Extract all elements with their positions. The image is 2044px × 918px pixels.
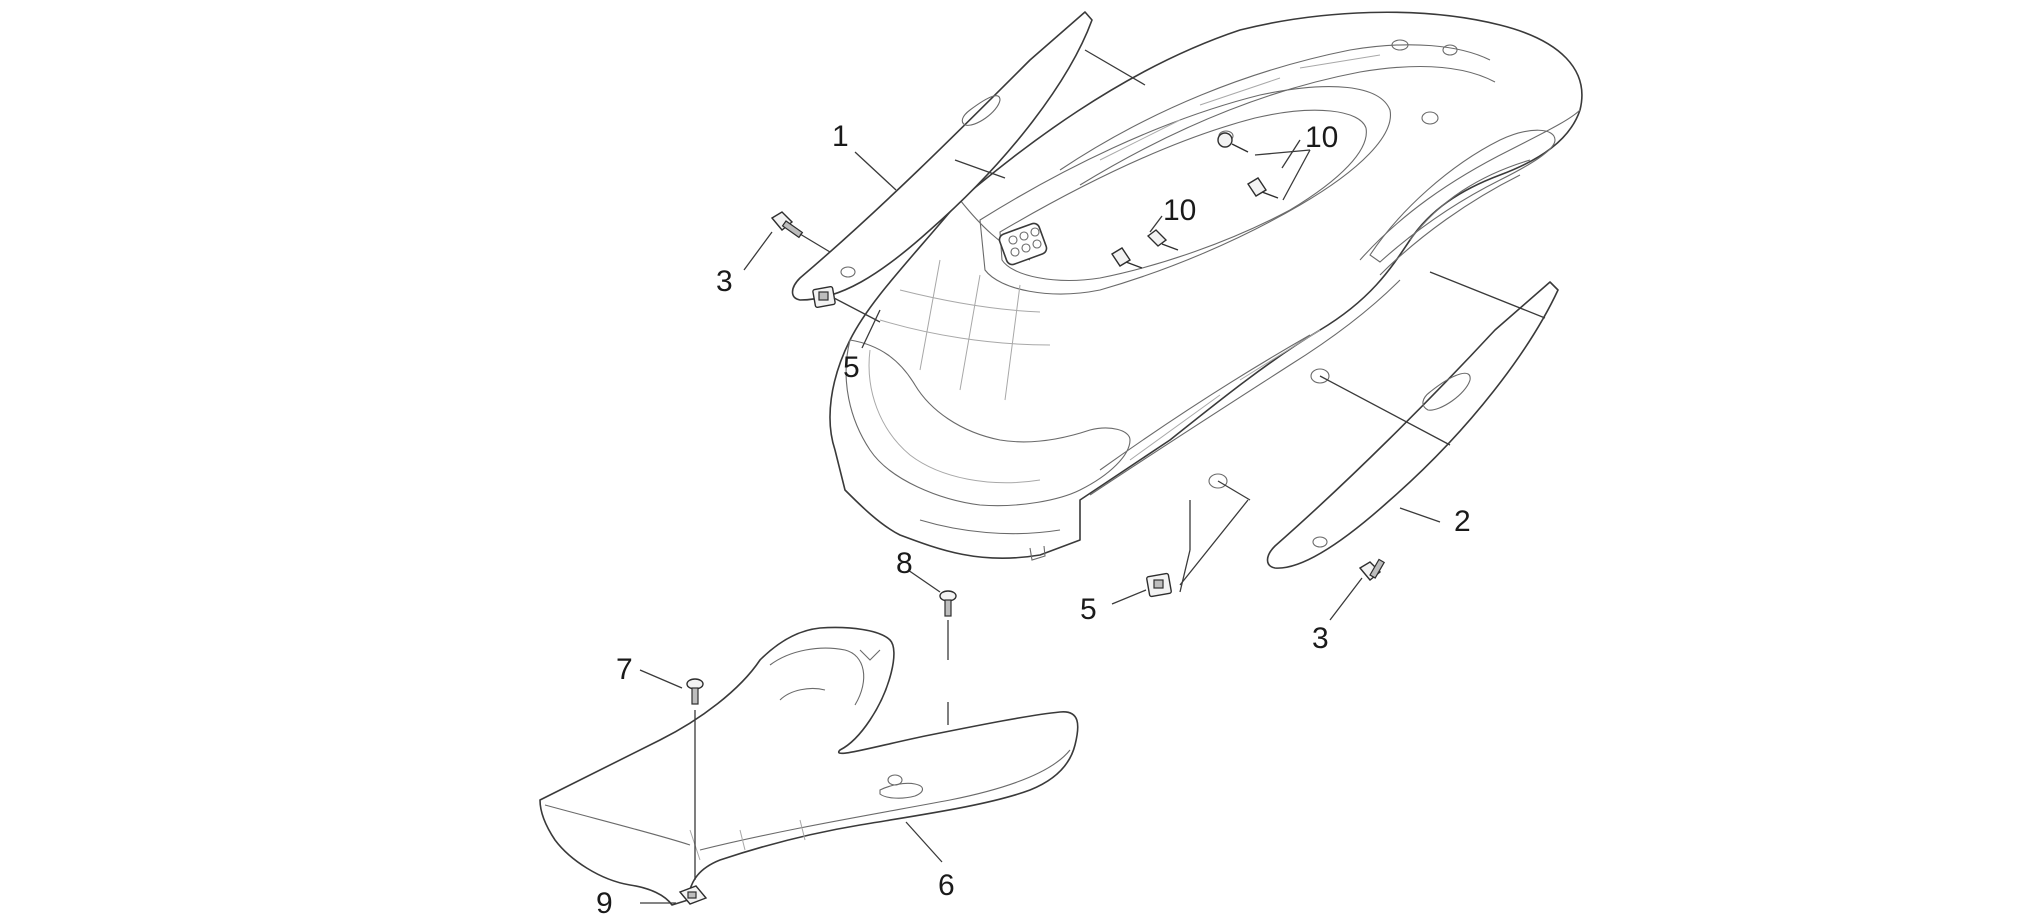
callout-10-lower: 10 xyxy=(1163,194,1196,227)
screw-3-right xyxy=(1358,558,1386,581)
callout-leaders xyxy=(639,139,1441,904)
callout-5-lower: 5 xyxy=(1080,593,1097,626)
side-panel-left xyxy=(791,11,1093,301)
screw-3-left xyxy=(770,211,804,239)
latch-module xyxy=(998,222,1048,266)
lower-cover xyxy=(539,626,1079,906)
screw-10-a xyxy=(1217,132,1249,153)
callout-3-left: 3 xyxy=(716,265,733,298)
rear-body-cowl xyxy=(829,11,1583,561)
screw-10-b xyxy=(1247,177,1279,199)
callout-2: 2 xyxy=(1454,505,1471,538)
screw-8 xyxy=(939,590,957,617)
callout-7: 7 xyxy=(616,653,633,686)
callout-labels: 1 2 3 3 5 5 6 7 8 9 10 10 xyxy=(596,120,1471,918)
callout-1: 1 xyxy=(832,120,849,153)
callout-9: 9 xyxy=(596,887,613,918)
clip-5-upper xyxy=(812,286,836,308)
callout-8: 8 xyxy=(896,547,913,580)
screw-7 xyxy=(686,678,704,705)
screw-10-d xyxy=(1111,247,1143,269)
screw-10-c xyxy=(1146,229,1179,251)
callout-10-upper: 10 xyxy=(1305,121,1338,154)
callout-5-upper: 5 xyxy=(843,351,860,384)
clip-9 xyxy=(678,885,708,905)
assembly-lines xyxy=(694,49,1546,880)
callout-6: 6 xyxy=(938,869,955,902)
callout-3-right: 3 xyxy=(1312,622,1329,655)
clip-5-lower xyxy=(1146,572,1172,598)
